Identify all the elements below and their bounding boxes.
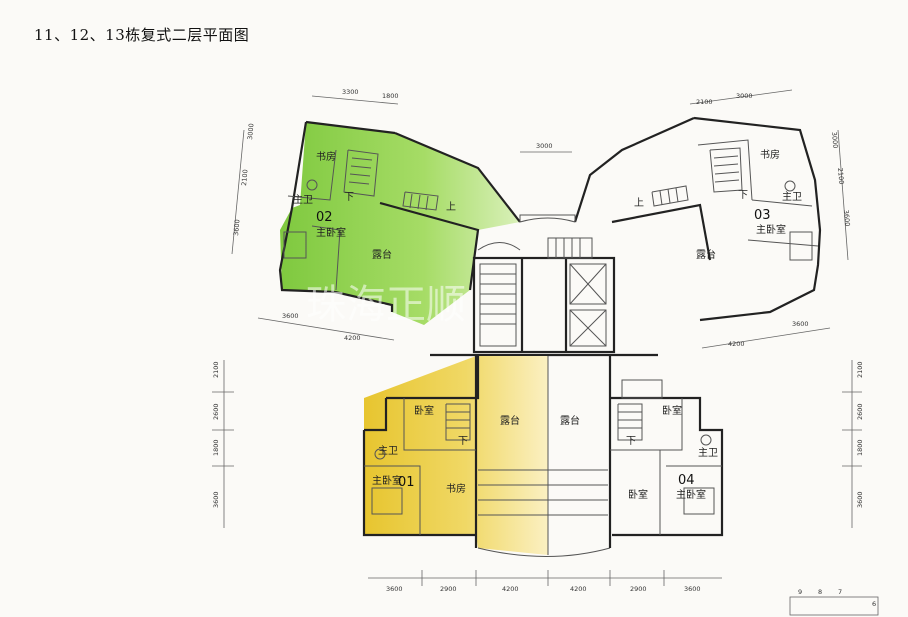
dim-right-03-1: 3000 (830, 131, 839, 148)
dim-left-02-3: 3600 (232, 219, 241, 236)
plan-title: 11、12、13栋复式二层平面图 (34, 26, 250, 44)
room-label-down-04: 下 (626, 436, 636, 447)
room-label-study-02: 书房 (316, 150, 336, 163)
dim-left-01-3: 1800 (212, 439, 220, 456)
room-label-up-03: 上 (634, 197, 644, 209)
dim-left-02-2: 2100 (240, 169, 249, 186)
room-label-down-03: 下 (738, 190, 748, 201)
dim-right-03-2: 2100 (836, 167, 845, 184)
dim-left-01-2: 2600 (212, 403, 220, 420)
dim-bottom-02-1: 3600 (282, 312, 299, 320)
dim-bottom-row-2: 2900 (440, 585, 457, 593)
dim-bottom-row-6: 3600 (684, 585, 701, 593)
dim-bottom-row-4: 4200 (570, 585, 587, 593)
room-label-bath-04: 主卫 (698, 447, 718, 459)
room-label-bedroom-04a: 卧室 (662, 404, 682, 417)
dim-bottom-03-2: 3600 (792, 320, 809, 328)
dim-bottom-03-1: 4200 (728, 340, 745, 348)
dim-bottom-row-3: 4200 (502, 585, 519, 593)
dim-left-02-1: 3000 (246, 123, 255, 140)
room-label-bedroom-04b: 卧室 (628, 488, 648, 501)
dim-right-04-1: 2100 (856, 361, 864, 378)
room-label-study-03: 书房 (760, 148, 780, 161)
unit-02-area (278, 120, 521, 325)
room-label-master-03: 主卧室 (756, 223, 786, 236)
unit-04-area (608, 356, 724, 548)
dim-right-03-3: 3600 (842, 209, 851, 226)
room-label-up-02: 上 (446, 201, 456, 213)
room-label-master-02: 主卧室 (316, 226, 346, 239)
room-label-bath-01: 主卫 (378, 445, 398, 457)
corner-digit-3: 7 (838, 588, 842, 596)
room-label-terrace-04: 露台 (560, 414, 580, 427)
dim-left-01-1: 2100 (212, 361, 220, 378)
central-core (430, 237, 658, 357)
dim-top-left-2: 1800 (382, 92, 399, 100)
unit-number-03: 03 (754, 208, 771, 223)
dim-top-center: 3000 (536, 142, 553, 150)
dim-right-04-4: 3600 (856, 491, 864, 508)
room-label-terrace-03: 露台 (696, 248, 716, 261)
corner-digit-1: 9 (798, 588, 802, 596)
unit-number-02: 02 (316, 210, 333, 225)
dim-right-04-3: 1800 (856, 439, 864, 456)
room-label-bath-02: 主卫 (293, 194, 313, 206)
room-label-terrace-02: 露台 (372, 248, 392, 261)
dim-bottom-row-1: 3600 (386, 585, 403, 593)
dim-right-04-2: 2600 (856, 403, 864, 420)
room-label-master-01: 主卧室 (372, 474, 402, 487)
corner-digit-4: 6 (872, 600, 876, 608)
unit-01-area (362, 356, 611, 557)
dim-top-left-1: 3300 (342, 88, 359, 96)
unit-number-04: 04 (678, 473, 695, 488)
dim-bottom-row-5: 2900 (630, 585, 647, 593)
dim-bottom-02-2: 4200 (344, 334, 361, 342)
room-label-terrace-01: 露台 (500, 414, 520, 427)
room-label-master-04: 主卧室 (676, 488, 706, 501)
room-label-down-02: 下 (344, 192, 354, 203)
dim-top-right-2: 3000 (736, 92, 753, 100)
dim-top-right-1: 2100 (696, 98, 713, 106)
room-label-study-01: 书房 (446, 482, 466, 495)
dimension-lines (212, 89, 879, 616)
room-label-bedroom-01: 卧室 (414, 404, 434, 417)
unit-03-area (519, 116, 822, 322)
room-label-down-01: 下 (458, 436, 468, 447)
watermark-text: 珠海正顺 (306, 282, 466, 328)
room-label-bath-03: 主卫 (782, 191, 802, 203)
corner-digit-2: 8 (818, 588, 822, 596)
dim-left-01-4: 3600 (212, 491, 220, 508)
unit-number-01: 01 (398, 475, 415, 490)
